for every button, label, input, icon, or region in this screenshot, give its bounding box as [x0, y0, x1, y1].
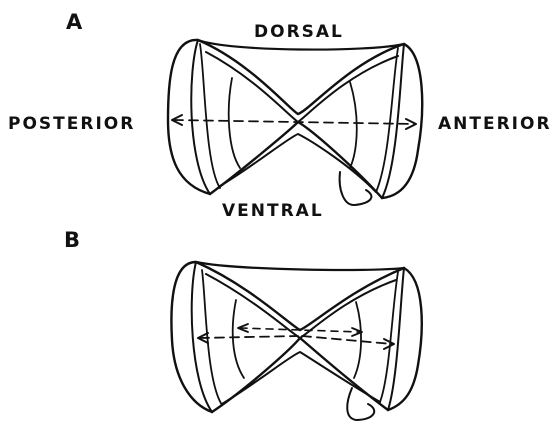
- panel-b-drawing: [0, 0, 558, 429]
- figure: A B DORSAL VENTRAL POSTERIOR ANTERIOR: [0, 0, 558, 429]
